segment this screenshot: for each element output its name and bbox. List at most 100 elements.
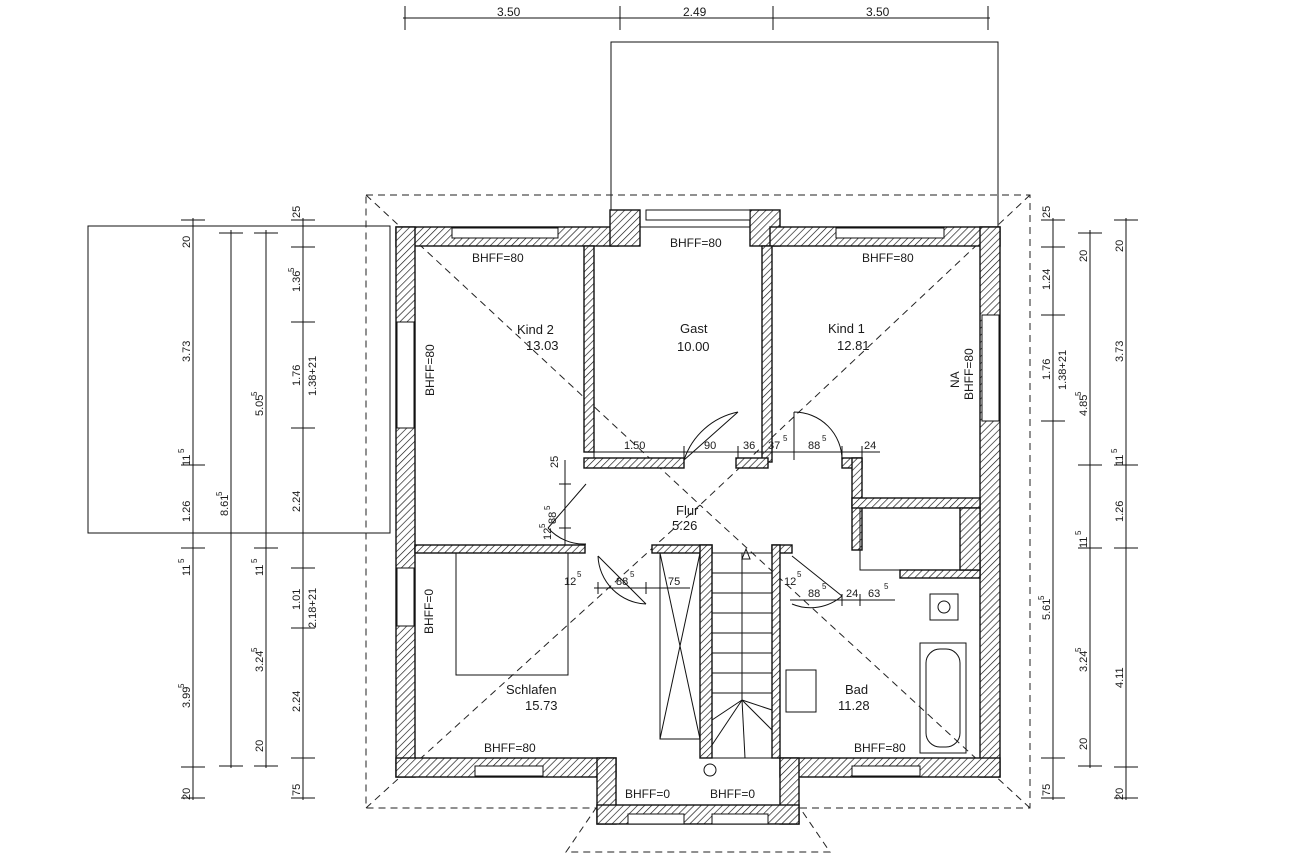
dimension-lines-right: [1041, 218, 1138, 800]
dim-left-outer-g: 20: [181, 788, 193, 800]
dim-left-wall-a: 25: [291, 206, 303, 218]
dim-left-mid-a: 8.61: [219, 495, 231, 516]
window-label-kind1-right: BHFF=80: [962, 348, 976, 400]
dim-right-mid-d: 3.24: [1078, 651, 1090, 672]
balcony-outline: [610, 41, 999, 228]
dim-right-wall-b: 1.24: [1041, 269, 1053, 290]
room-flur-name: Flur: [676, 503, 699, 518]
dim-inner-v25: 25: [549, 456, 561, 468]
window-label-schlafen-bottom: BHFF=80: [484, 741, 536, 755]
dim-left-outer-d: 1.26: [181, 501, 193, 522]
room-kind1-area: 12.81: [837, 338, 870, 353]
dim-left-wall-f: 2.24: [291, 691, 303, 712]
dim-inner-v12-sup: 5: [538, 523, 547, 528]
dimension-chain-top: [403, 6, 990, 30]
room-schlafen-area: 15.73: [525, 698, 558, 713]
dimension-lines-interior: [559, 446, 895, 606]
dim-inner-v12: 12: [542, 528, 554, 540]
side-projection-outline: [87, 225, 391, 534]
dim-inner-s75: 75: [668, 576, 680, 588]
dim-right-outer-a: 20: [1114, 240, 1126, 252]
dim-right-mid-a: 20: [1078, 250, 1090, 262]
dim-inner-24a: 24: [864, 440, 876, 452]
dim-right-mid-e: 20: [1078, 738, 1090, 750]
room-bad-name: Bad: [845, 682, 868, 697]
dim-right-wall-d: 5.61: [1041, 599, 1053, 620]
dim-left-outer-e-sup: 5: [177, 558, 186, 563]
room-schlafen-name: Schlafen: [506, 682, 557, 697]
dim-inner-36: 36: [743, 440, 755, 452]
dim-left-outer-c: 11: [181, 455, 193, 466]
dim-left-outer-f-sup: 5: [177, 683, 186, 688]
dim-right-wall-e: 75: [1041, 784, 1053, 796]
dim-right-outer-d: 1.26: [1114, 501, 1126, 522]
room-gast-area: 10.00: [677, 339, 710, 354]
window-note-kind1-right: NA: [948, 371, 962, 388]
dim-left-wall-b-sup: 5: [287, 267, 296, 272]
dim-right-wall-c: 1.76: [1041, 359, 1053, 380]
dim-left-wall-c: 1.76: [291, 365, 303, 386]
dim-left-inner-b: 11: [254, 565, 266, 576]
dim-right-mid-c: 11: [1078, 537, 1090, 548]
dim-right-outer-c: 11: [1114, 455, 1126, 466]
dim-right-mid-b-sup: 5: [1074, 391, 1083, 396]
room-kind1-name: Kind 1: [828, 321, 865, 336]
dim-inner-88a-sup: 5: [822, 434, 827, 443]
dim-right-mid-b: 4.85: [1078, 395, 1090, 416]
dim-top-a: 3.50: [497, 5, 521, 19]
dim-right-mid-d-sup: 5: [1074, 647, 1083, 652]
dim-inner-s12: 12: [564, 576, 576, 588]
dim-left-wall-g: 75: [291, 784, 303, 796]
dim-left-wall-d: 2.24: [291, 491, 303, 512]
dim-inner-b63: 63: [868, 588, 880, 600]
dim-left-wall-b: 1.36: [291, 271, 303, 292]
dim-inner-88a: 88: [808, 440, 820, 452]
dim-inner-s88: 88: [616, 576, 628, 588]
window-label-kind2-left: BHFF=80: [423, 344, 437, 396]
window-label-kind1-top: BHFF=80: [862, 251, 914, 265]
dim-left-inner-b-sup: 5: [250, 558, 259, 563]
windows: [396, 209, 1000, 825]
dim-left-inner-a-sup: 5: [250, 391, 259, 396]
window-label-bad-bottom: BHFF=80: [854, 741, 906, 755]
dim-left-inner-c: 3.24: [254, 651, 266, 672]
dim-inner-v88: 88: [547, 512, 559, 524]
dim-inner-90: 90: [704, 440, 716, 452]
dim-inner-b24: 24: [846, 588, 858, 600]
window-label-schlafen-left: BHFF=0: [422, 589, 436, 634]
room-gast-name: Gast: [680, 321, 708, 336]
dim-inner-150: 1.50: [624, 440, 645, 452]
window-label-bay-right: BHFF=0: [710, 787, 755, 801]
dim-inner-b12: 12: [784, 576, 796, 588]
window-label-gast-top: BHFF=80: [670, 236, 722, 250]
dim-right-wall-d-sup: 5: [1037, 595, 1046, 600]
dim-right-mid-c-sup: 5: [1074, 530, 1083, 535]
window-label-kind2-top: BHFF=80: [472, 251, 524, 265]
room-kind2-area: 13.03: [526, 338, 559, 353]
dim-inner-v88-sup: 5: [543, 505, 552, 510]
dim-inner-b63-sup: 5: [884, 582, 889, 591]
dim-inner-b12-sup: 5: [797, 570, 802, 579]
dim-inner-s88-sup: 5: [630, 570, 635, 579]
room-flur-area: 5.26: [672, 518, 697, 533]
dim-top-c: 3.50: [866, 5, 890, 19]
dimension-lines-left: [181, 218, 315, 800]
dim-right-outer-c-sup: 5: [1110, 448, 1119, 453]
dim-inner-b88: 88: [808, 588, 820, 600]
dim-left-outer-a: 20: [181, 236, 193, 248]
dim-inner-s12-sup: 5: [577, 570, 582, 579]
fixtures: [455, 507, 967, 777]
dim-left-wall-e2: 2.18+21: [307, 588, 319, 628]
dim-left-inner-d: 20: [254, 740, 266, 752]
dim-right-outer-b: 3.73: [1114, 341, 1126, 362]
dim-left-outer-b: 3.73: [181, 341, 193, 362]
dim-left-inner-a: 5.05: [254, 395, 266, 416]
dim-left-outer-c-sup: 5: [177, 448, 186, 453]
dim-left-wall-c2: 1.38+21: [307, 356, 319, 396]
dim-left-wall-e: 1.01: [291, 589, 303, 610]
dim-right-outer-e: 4.11: [1114, 667, 1126, 688]
dim-right-wall-a: 25: [1041, 206, 1053, 218]
dim-inner-37: 37: [768, 440, 780, 452]
dim-left-mid-a-sup: 5: [215, 491, 224, 496]
